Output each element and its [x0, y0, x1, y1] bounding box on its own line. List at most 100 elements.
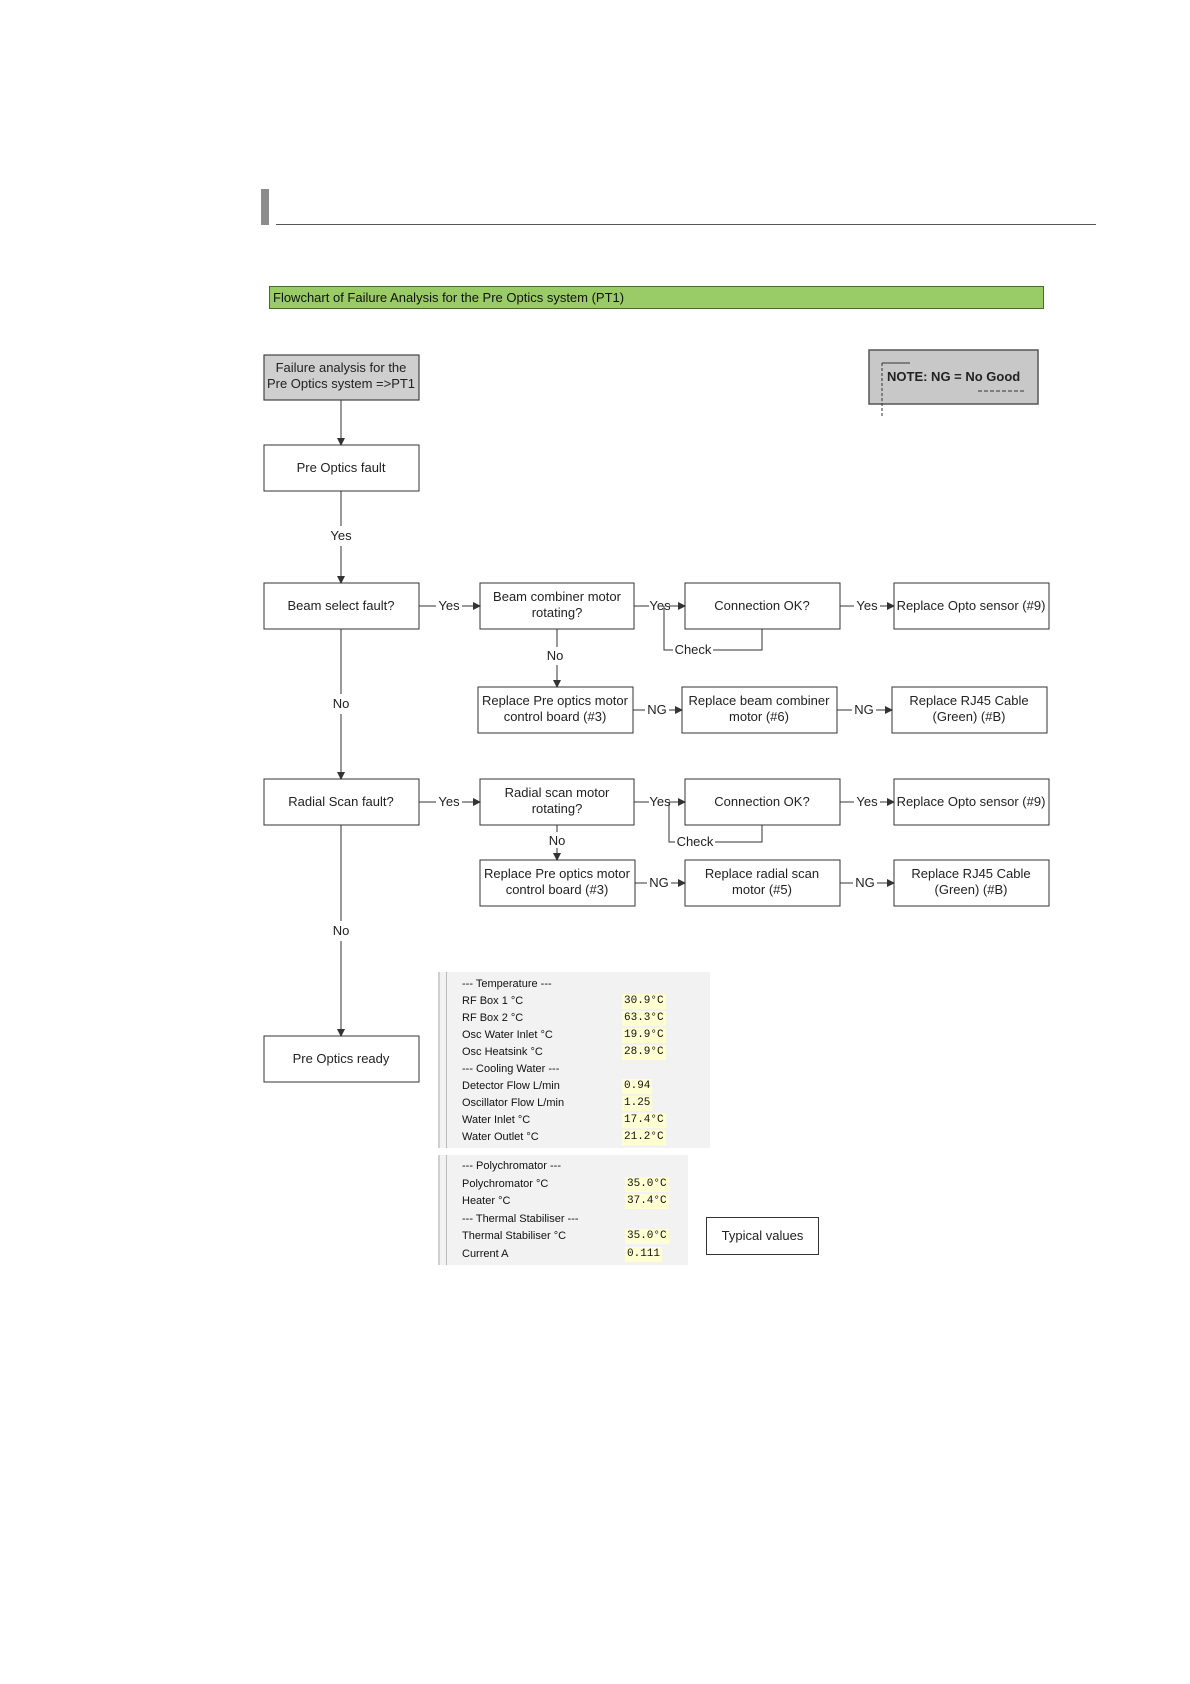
svg-text:No: No: [333, 923, 350, 938]
svg-text:Yes: Yes: [856, 794, 878, 809]
svg-text:Check: Check: [675, 642, 712, 657]
reading-value: 37.4°C: [625, 1194, 669, 1210]
reading-label: RF Box 1 °C: [462, 995, 524, 1007]
flowchart-title-banner: Flowchart of Failure Analysis for the Pr…: [269, 286, 1044, 309]
reading-label: --- Cooling Water ---: [462, 1063, 560, 1075]
reading-label: Heater °C: [462, 1195, 511, 1208]
reading-value: 35.0°C: [625, 1176, 669, 1192]
reading-label: Thermal Stabiliser °C: [462, 1230, 567, 1243]
typical-values-label: Typical values: [706, 1217, 819, 1255]
reading-label: --- Thermal Stabiliser ---: [462, 1212, 579, 1225]
node-replace-board-1: Replace Pre optics motor control board (…: [477, 686, 634, 734]
svg-text:Pre Optics fault: Pre Optics fault: [297, 460, 386, 475]
note-text: NOTE: NG = No Good: [887, 369, 1020, 384]
svg-text:Replace RJ45 Cable: Replace RJ45 Cable: [909, 693, 1028, 708]
reading-value: 35.0°C: [625, 1229, 669, 1245]
svg-text:Connection OK?: Connection OK?: [714, 598, 809, 613]
node-beam-select-fault: Beam select fault?: [263, 582, 420, 630]
reading-value: 0.94: [622, 1079, 653, 1094]
reading-label: RF Box 2 °C: [462, 1012, 524, 1024]
edge-radial-rotating-yes: Yes: [634, 794, 686, 809]
svg-text:Connection OK?: Connection OK?: [714, 794, 809, 809]
node-beam-combiner-rotating: Beam combiner motor rotating?: [479, 582, 635, 630]
reading-label: --- Polychromator ---: [462, 1160, 562, 1172]
svg-text:(Green) (#B): (Green) (#B): [935, 882, 1008, 897]
svg-text:motor (#5): motor (#5): [732, 882, 792, 897]
svg-text:No: No: [333, 696, 350, 711]
reading-label: Osc Water Inlet °C: [462, 1029, 553, 1041]
edge-connection1-yes: Yes: [840, 598, 895, 613]
node-replace-opto-2: Replace Opto sensor (#9): [893, 778, 1050, 826]
svg-text:Beam select fault?: Beam select fault?: [288, 598, 395, 613]
section-header-rule: [276, 224, 1096, 225]
svg-text:Yes: Yes: [438, 794, 460, 809]
reading-value: 1.25: [622, 1096, 653, 1111]
reading-value: 30.9°C: [622, 994, 666, 1009]
svg-text:Replace Opto sensor (#9): Replace Opto sensor (#9): [897, 598, 1046, 613]
node-replace-rj45-2: Replace RJ45 Cable (Green) (#B): [893, 859, 1050, 907]
reading-label: --- Temperature ---: [462, 978, 552, 990]
readings-panel-temperature: --- Temperature --- RF Box 1 °C 30.9°C RF B…: [438, 972, 710, 1148]
svg-text:Replace Pre optics motor: Replace Pre optics motor: [482, 693, 629, 708]
reading-value: 21.2°C: [622, 1130, 666, 1145]
reading-label: Water Inlet °C: [462, 1114, 531, 1126]
edge-fault-to-beam: Yes: [330, 491, 352, 584]
node-connection-ok-2: Connection OK?: [684, 778, 841, 826]
readings-panel-polychromator: --- Polychromator --- Polychromator °C 35.…: [438, 1155, 688, 1265]
edge-board1-ng: NG: [633, 702, 683, 717]
node-radial-scan-rotating: Radial scan motor rotating?: [479, 778, 635, 826]
reading-value: 63.3°C: [622, 1011, 666, 1026]
edge-radial-yes: Yes: [419, 794, 481, 809]
svg-text:control board (#3): control board (#3): [504, 709, 607, 724]
svg-text:Pre Optics system =>PT1: Pre Optics system =>PT1: [267, 376, 415, 391]
edge-check-loop-1: Check: [663, 606, 763, 657]
svg-text:Replace Opto sensor (#9): Replace Opto sensor (#9): [897, 794, 1046, 809]
svg-text:Yes: Yes: [856, 598, 878, 613]
node-connection-ok-1: Connection OK?: [684, 582, 841, 630]
svg-text:NG: NG: [855, 875, 875, 890]
node-replace-beam-combiner-motor: Replace beam combiner motor (#6): [681, 686, 838, 734]
edge-radial-to-ready: No: [333, 825, 350, 1037]
svg-text:Yes: Yes: [649, 794, 671, 809]
svg-text:Beam combiner motor: Beam combiner motor: [493, 589, 622, 604]
reading-label: Osc Heatsink °C: [462, 1046, 543, 1058]
section-header-bar: [261, 189, 269, 225]
svg-text:Radial Scan fault?: Radial Scan fault?: [288, 794, 394, 809]
reading-value: 17.4°C: [622, 1113, 666, 1128]
edge-connection2-yes: Yes: [840, 794, 895, 809]
svg-text:Radial scan motor: Radial scan motor: [505, 785, 610, 800]
edge-beam-combiner-no: No: [547, 629, 564, 688]
edge-beam-yes: Yes: [419, 598, 481, 613]
node-replace-rj45-1: Replace RJ45 Cable (Green) (#B): [891, 686, 1048, 734]
reading-value: 19.9°C: [622, 1028, 666, 1043]
svg-text:rotating?: rotating?: [532, 605, 583, 620]
reading-value: 0.111: [625, 1247, 663, 1262]
svg-text:NG: NG: [647, 702, 667, 717]
edge-beam-to-radial: No: [333, 629, 350, 780]
node-replace-radial-scan-motor: Replace radial scan motor (#5): [684, 859, 841, 907]
svg-text:NG: NG: [854, 702, 874, 717]
node-pre-optics-ready: Pre Optics ready: [263, 1035, 420, 1083]
svg-text:Pre Optics ready: Pre Optics ready: [293, 1051, 390, 1066]
svg-text:Check: Check: [677, 834, 714, 849]
svg-text:Replace beam combiner: Replace beam combiner: [689, 693, 831, 708]
node-radial-scan-fault: Radial Scan fault?: [263, 778, 420, 826]
svg-text:Replace Pre optics motor: Replace Pre optics motor: [484, 866, 631, 881]
edge-beam-combiner-yes: Yes: [634, 598, 686, 613]
edge-check-loop-2: Check: [668, 802, 763, 849]
svg-text:Yes: Yes: [438, 598, 460, 613]
node-replace-opto-1: Replace Opto sensor (#9): [893, 582, 1050, 630]
svg-text:motor (#6): motor (#6): [729, 709, 789, 724]
edge-radial-rotating-no: No: [549, 825, 565, 861]
note-box: NOTE: NG = No Good: [868, 349, 1039, 418]
reading-label: Polychromator °C: [462, 1177, 549, 1190]
edge-board2-ng: NG: [635, 875, 686, 890]
reading-value: 28.9°C: [622, 1045, 666, 1060]
svg-text:Replace RJ45 Cable: Replace RJ45 Cable: [911, 866, 1030, 881]
svg-text:Replace radial scan: Replace radial scan: [705, 866, 819, 881]
reading-label: Current A: [462, 1248, 509, 1260]
svg-text:(Green) (#B): (Green) (#B): [933, 709, 1006, 724]
node-replace-board-2: Replace Pre optics motor control board (…: [479, 859, 636, 907]
edge-radial-motor-ng: NG: [840, 875, 895, 890]
svg-text:No: No: [547, 648, 564, 663]
